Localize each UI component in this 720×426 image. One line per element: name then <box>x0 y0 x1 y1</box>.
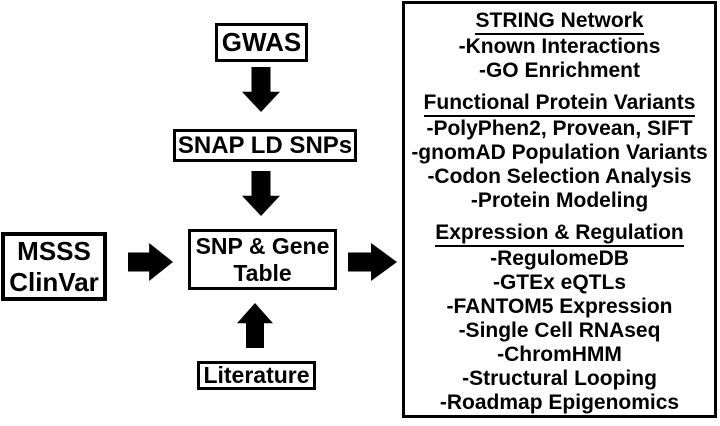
section-string-network: STRING Network -Known Interactions -GO E… <box>405 9 714 83</box>
section-item: -PolyPhen2, Provean, SIFT <box>426 117 693 140</box>
section-item: -FANTOM5 Expression <box>446 295 673 318</box>
node-snp-gene-table: SNP & Gene Table <box>188 229 337 290</box>
node-gwas-label: GWAS <box>221 27 302 57</box>
node-literature-label: Literature <box>203 362 310 388</box>
section-title-text: STRING Network <box>475 9 644 35</box>
arrow-right-table-to-panel-icon <box>348 243 397 281</box>
arrow-down-gwas-to-snap-icon <box>242 67 280 112</box>
section-title: Expression & Regulation <box>405 221 714 247</box>
section-functional-protein-variants: Functional Protein Variants -PolyPhen2, … <box>405 91 714 213</box>
section-item: -Structural Looping <box>462 367 657 390</box>
section-item: -RegulomeDB <box>490 247 629 270</box>
arrow-up-literature-to-table-icon <box>237 303 273 348</box>
section-title-text: Functional Protein Variants <box>423 91 696 117</box>
node-msss-clinvar-line1: MSSS <box>17 235 91 266</box>
node-gwas: GWAS <box>215 23 308 62</box>
node-snp-gene-table-line2: Table <box>233 259 292 286</box>
section-item: -Known Interactions <box>458 35 661 58</box>
section-title-text: Expression & Regulation <box>435 221 684 247</box>
node-snap-ld-snps: SNAP LD SNPs <box>173 129 357 162</box>
node-msss-clinvar-line2: ClinVar <box>9 266 99 297</box>
section-item: -GTEx eQTLs <box>492 271 627 294</box>
arrow-right-msss-to-table-icon <box>128 243 173 281</box>
node-literature: Literature <box>197 361 316 390</box>
arrow-down-snap-to-table-icon <box>242 171 280 216</box>
section-item: -gnomAD Population Variants <box>411 141 708 164</box>
section-item: -ChromHMM <box>497 343 622 366</box>
section-item: -Protein Modeling <box>470 189 649 212</box>
section-title: Functional Protein Variants <box>405 91 714 117</box>
section-item: -Single Cell RNAseq <box>458 319 661 342</box>
section-item: -Codon Selection Analysis <box>427 165 692 188</box>
section-item: -Roadmap Epigenomics <box>439 391 680 414</box>
node-snap-ld-snps-label: SNAP LD SNPs <box>177 131 353 159</box>
section-title: STRING Network <box>405 9 714 35</box>
node-snp-gene-table-line1: SNP & Gene <box>195 232 330 259</box>
node-msss-clinvar: MSSS ClinVar <box>1 232 107 301</box>
section-item: -GO Enrichment <box>478 59 641 82</box>
section-expression-regulation: Expression & Regulation -RegulomeDB -GTE… <box>405 221 714 415</box>
analysis-panel: STRING Network -Known Interactions -GO E… <box>402 1 717 418</box>
